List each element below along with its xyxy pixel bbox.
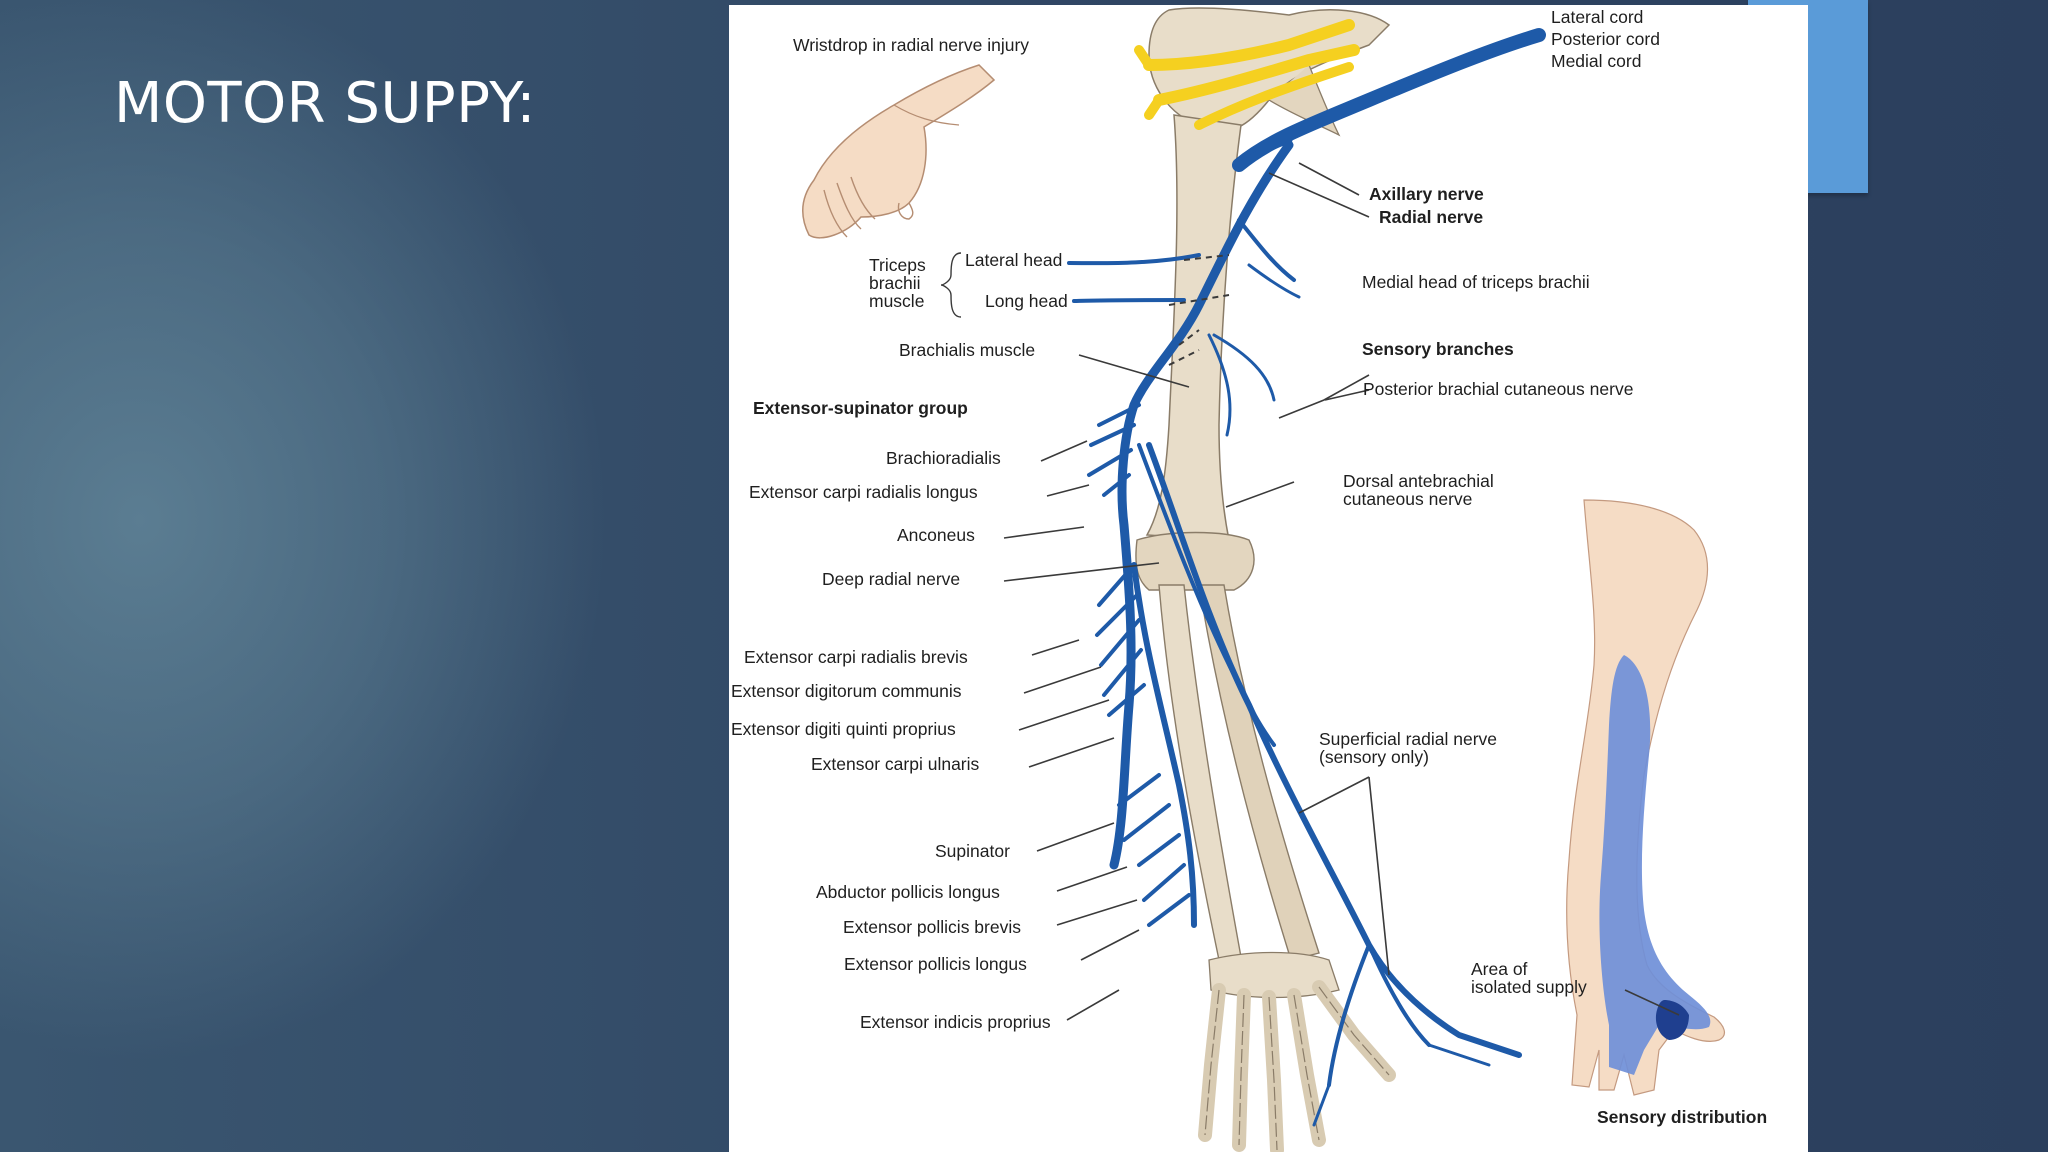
label-apl: Abductor pollicis longus: [816, 882, 1000, 902]
label-deep-radial: Deep radial nerve: [822, 569, 960, 589]
label-axillary-nerve: Axillary nerve: [1369, 184, 1484, 204]
label-triceps-3: muscle: [869, 291, 924, 311]
label-medial-cord: Medial cord: [1551, 51, 1641, 71]
label-supinator: Supinator: [935, 841, 1010, 861]
label-ecrb: Extensor carpi radialis brevis: [744, 647, 968, 667]
label-sensory-branches: Sensory branches: [1362, 339, 1514, 359]
label-dorsal-2: cutaneous nerve: [1343, 489, 1472, 509]
label-wristdrop: Wristdrop in radial nerve injury: [793, 35, 1029, 55]
label-ecrl: Extensor carpi radialis longus: [749, 482, 978, 502]
label-triceps-1: Triceps: [869, 255, 926, 275]
label-edqp: Extensor digiti quinti proprius: [731, 719, 956, 739]
label-radial-nerve: Radial nerve: [1379, 207, 1483, 227]
label-anconeus: Anconeus: [897, 525, 975, 545]
label-dorsal-1: Dorsal antebrachial: [1343, 471, 1494, 491]
figure-labels: Wristdrop in radial nerve injury Lateral…: [731, 7, 1767, 1127]
label-lateral-cord: Lateral cord: [1551, 7, 1643, 27]
label-long-head: Long head: [985, 291, 1068, 311]
brachial-plexus: [1134, 19, 1360, 130]
label-edc: Extensor digitorum communis: [731, 681, 962, 701]
label-eip: Extensor indicis proprius: [860, 1012, 1051, 1032]
label-brachialis: Brachialis muscle: [899, 340, 1035, 360]
radial-nerve-diagram: Wristdrop in radial nerve injury Lateral…: [731, 7, 1767, 1152]
label-brachioradialis: Brachioradialis: [886, 448, 1001, 468]
leader-lines: [1003, 162, 1680, 1021]
label-superficial-1: Superficial radial nerve: [1319, 729, 1497, 749]
label-posterior-brachial: Posterior brachial cutaneous nerve: [1363, 379, 1633, 399]
radial-nerve-figure: Wristdrop in radial nerve injury Lateral…: [729, 5, 1808, 1152]
label-area-2: isolated supply: [1471, 977, 1587, 997]
label-epl: Extensor pollicis longus: [844, 954, 1027, 974]
label-ecu: Extensor carpi ulnaris: [811, 754, 980, 774]
slide-title: MOTOR SUPPY:: [114, 71, 536, 136]
label-triceps-2: brachii: [869, 273, 921, 293]
label-posterior-cord: Posterior cord: [1551, 29, 1660, 49]
label-superficial-2: (sensory only): [1319, 747, 1429, 767]
label-extensor-supinator-group: Extensor-supinator group: [753, 398, 968, 418]
label-epb: Extensor pollicis brevis: [843, 917, 1021, 937]
label-medial-head: Medial head of triceps brachii: [1362, 272, 1590, 292]
label-sensory-distribution: Sensory distribution: [1597, 1107, 1767, 1127]
wristdrop-hand-illustration: [802, 64, 996, 239]
radial-nerve-paths: [1067, 28, 1546, 1127]
sensory-distribution-illustration: [1566, 499, 1726, 1096]
label-lateral-head: Lateral head: [965, 250, 1062, 270]
label-area-1: Area of: [1471, 959, 1528, 979]
